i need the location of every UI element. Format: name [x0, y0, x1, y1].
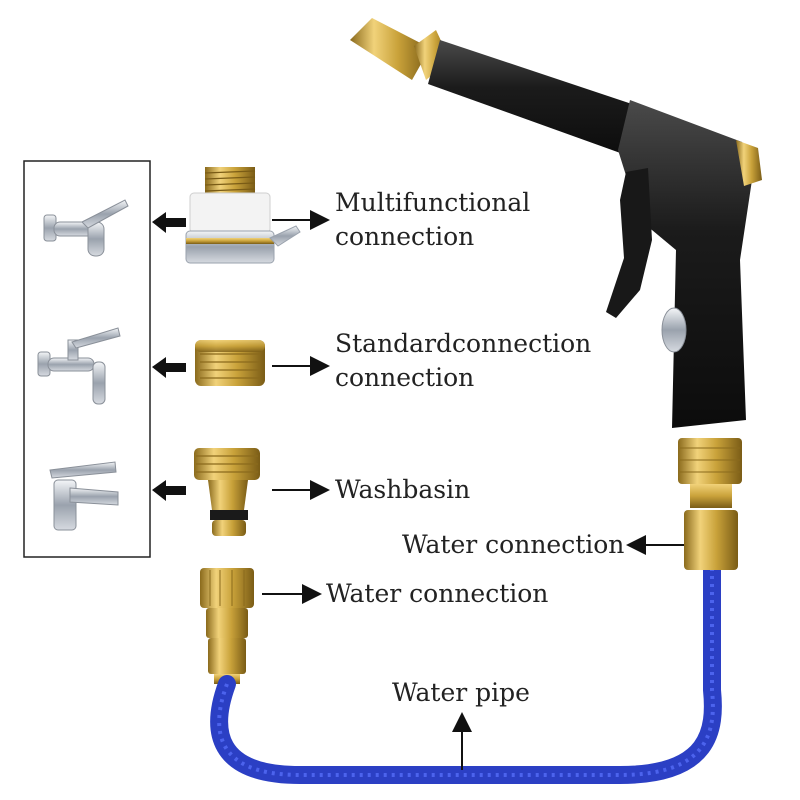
standard-connection-label: Standardconnection connection [335, 327, 591, 395]
multifunctional-label-line2: connection [335, 221, 475, 251]
standard-label-line1: Standardconnection [335, 329, 592, 358]
water-pipe-label: Water pipe [392, 678, 530, 707]
washbasin-connector [194, 448, 260, 536]
multifunctional-connection-label: Multifunctional connection [335, 186, 530, 254]
standard-connector [195, 340, 265, 386]
water-connection-label-left: Water connection [326, 579, 549, 608]
wall-faucet-icon [43, 199, 129, 257]
tap-faucet-icon [37, 327, 121, 405]
pointer-arrows [262, 210, 684, 770]
basin-faucet-icon [49, 461, 119, 531]
spray-gun [350, 18, 762, 570]
faucet-frame [23, 160, 151, 558]
hose-connector-left [200, 568, 254, 684]
standard-label-line2: connection [335, 362, 475, 392]
multifunctional-connector [185, 167, 301, 264]
washbasin-label: Washbasin [335, 475, 471, 504]
fit-arrows [152, 212, 186, 501]
water-connection-label-right: Water connection [402, 530, 625, 559]
multifunctional-label-line1: Multifunctional [335, 188, 531, 217]
